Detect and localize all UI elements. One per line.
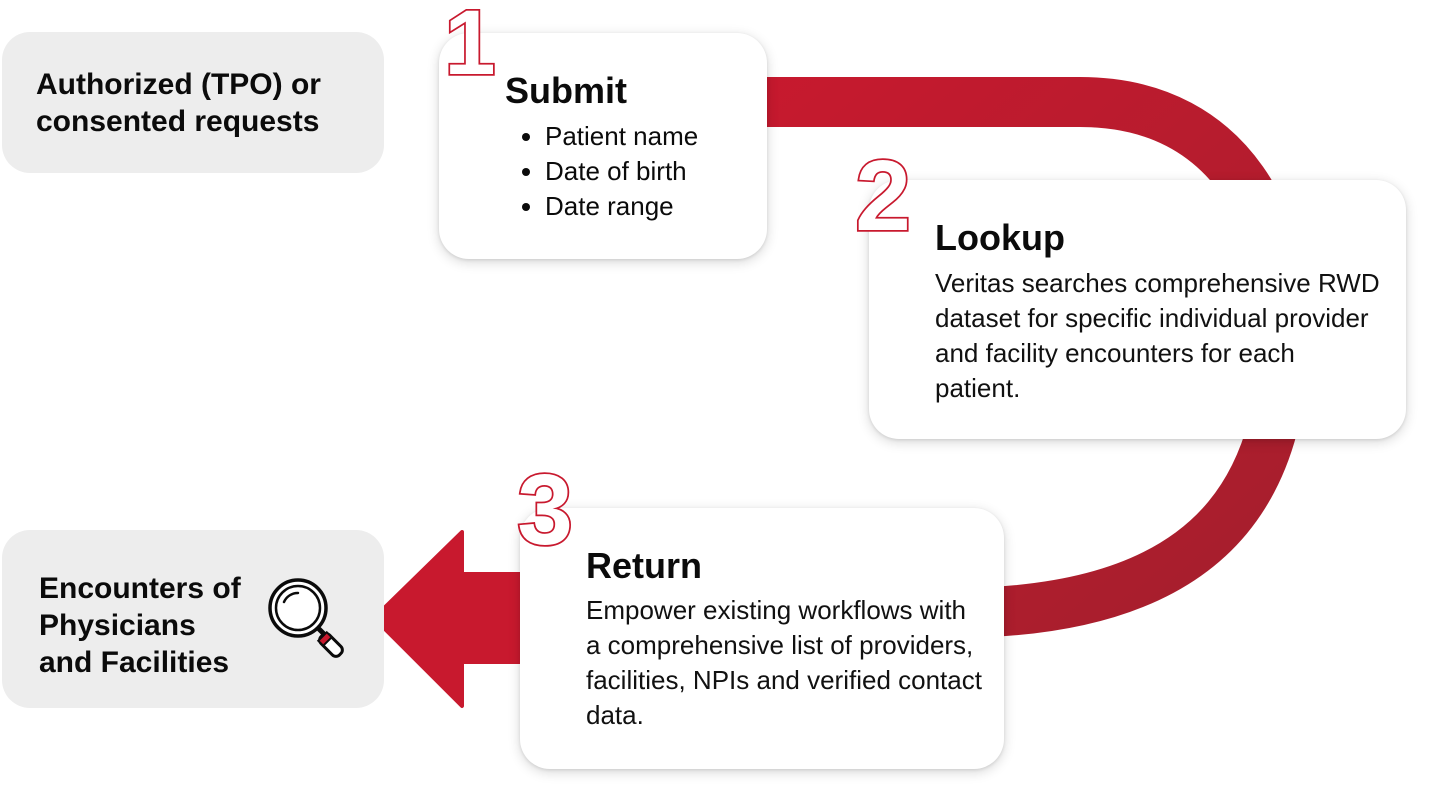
step-lookup-title: Lookup [935, 217, 1065, 258]
magnifying-glass-icon [268, 578, 344, 658]
step-number-1: 1 [443, 0, 498, 82]
output-label-line: and Facilities [39, 646, 230, 679]
svg-text:2: 2 [855, 148, 911, 240]
svg-text:3: 3 [517, 460, 573, 552]
output-arrow [372, 530, 532, 708]
step-number-3: 3 [515, 460, 574, 552]
step-lookup-card: Lookup Veritas searches comprehensive RW… [869, 180, 1406, 439]
bullet-item: Date range [545, 189, 698, 224]
step-submit-title: Submit [505, 70, 627, 111]
input-requests-label: Authorized (TPO) or consented requests [36, 67, 321, 138]
input-requests-box: Authorized (TPO) or consented requests [2, 32, 384, 173]
step-submit-bullet-list: Patient name Date of birth Date range [503, 119, 698, 224]
bullet-item: Date of birth [545, 154, 698, 189]
step-submit-card: Submit Patient name Date of birth Date r… [439, 33, 767, 259]
output-label-line: Physicians [39, 609, 196, 642]
output-label-line: Encounters of [39, 572, 241, 605]
step-lookup-description: Veritas searches comprehensive RWD datas… [935, 268, 1380, 403]
output-encounters-box: Encounters of Physicians and Facilities [2, 530, 384, 708]
output-encounters-label: Encounters of Physicians and Facilities [39, 570, 269, 681]
step-return-card: Return Empower existing workflows with a… [520, 508, 1004, 769]
step-return-description: Empower existing workflows with a compre… [586, 595, 982, 730]
step-return-title: Return [586, 545, 702, 586]
svg-text:1: 1 [444, 0, 495, 82]
step-number-2: 2 [853, 148, 912, 240]
bullet-item: Patient name [545, 119, 698, 154]
